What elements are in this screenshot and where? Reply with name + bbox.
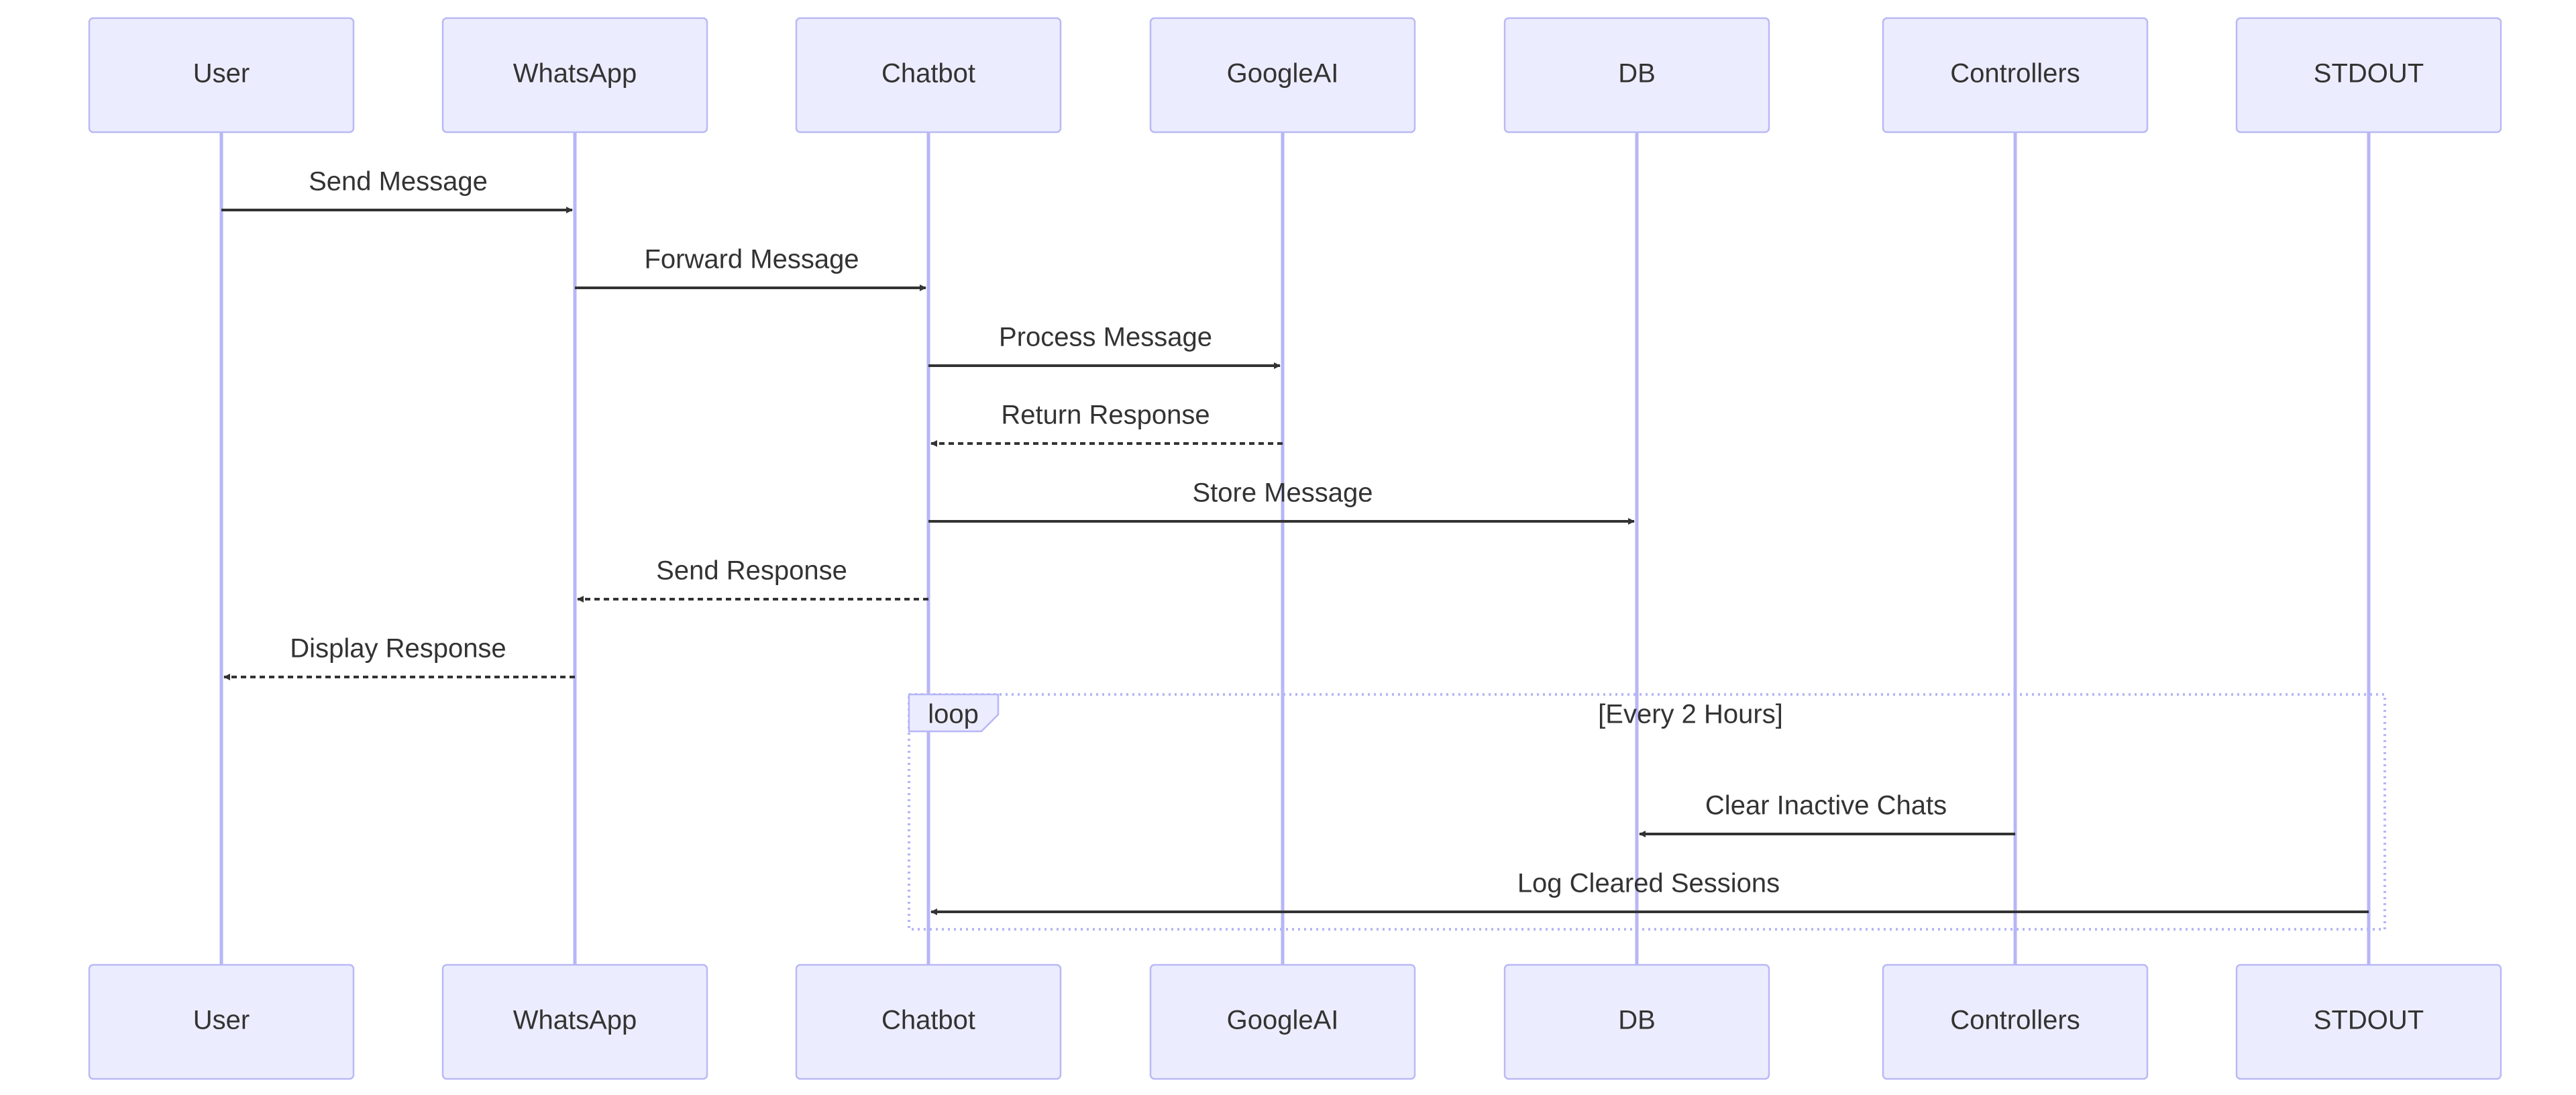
actor-box-user-bottom — [88, 963, 355, 1080]
actor-label-chatbot-top: Chatbot — [881, 59, 975, 89]
actor-label-user-bottom: User — [193, 1006, 250, 1035]
loop-frame: loop [Every 2 Hours] — [908, 693, 2386, 931]
actor-box-stdout-bottom — [2235, 963, 2502, 1080]
actor-label-whatsapp-top: WhatsApp — [513, 59, 637, 89]
actors-bottom: User WhatsApp Chatbot GoogleAI DB Controllers… — [88, 963, 2502, 1080]
actor-box-stdout-top — [2235, 17, 2502, 134]
actor-box-whatsapp-top — [441, 17, 708, 134]
message-label-3: Process Message — [999, 323, 1212, 352]
actor-box-user-top — [88, 17, 355, 134]
actor-label-user-top: User — [193, 59, 250, 89]
actor-label-controllers-bottom: Controllers — [1950, 1006, 2080, 1035]
actor-box-db-top — [1503, 17, 1770, 134]
loop-condition: [Every 2 Hours] — [1598, 700, 1783, 729]
actor-label-db-top: DB — [1618, 59, 1656, 89]
message-label-5: Store Message — [1192, 478, 1373, 508]
actor-box-controllers-bottom — [1882, 963, 2149, 1080]
loop-box — [908, 693, 2386, 931]
loop-tab — [908, 693, 1000, 733]
actor-label-db-bottom: DB — [1618, 1006, 1656, 1035]
message-label-4: Return Response — [1001, 401, 1210, 430]
actor-box-controllers-top — [1882, 17, 2149, 134]
actor-label-googleai-top: GoogleAI — [1227, 59, 1339, 89]
actor-box-googleai-top — [1149, 17, 1416, 134]
actor-label-whatsapp-bottom: WhatsApp — [513, 1006, 637, 1035]
lifelines — [219, 132, 2371, 965]
message-label-2: Forward Message — [644, 245, 859, 274]
message-label-1: Send Message — [309, 167, 488, 197]
message-label-8: Clear Inactive Chats — [1705, 791, 1947, 821]
actor-box-whatsapp-bottom — [441, 963, 708, 1080]
actor-label-stdout-bottom: STDOUT — [2314, 1006, 2424, 1035]
message-label-6: Send Response — [656, 556, 847, 586]
actors-top: User WhatsApp Chatbot GoogleAI DB Controllers… — [88, 17, 2502, 134]
actor-box-chatbot-top — [795, 17, 1062, 134]
actor-box-googleai-bottom — [1149, 963, 1416, 1080]
actor-box-db-bottom — [1503, 963, 1770, 1080]
actor-label-controllers-top: Controllers — [1950, 59, 2080, 89]
message-label-7: Display Response — [290, 634, 506, 664]
actor-label-stdout-top: STDOUT — [2314, 59, 2424, 89]
loop-label: loop — [928, 700, 979, 729]
actor-box-chatbot-bottom — [795, 963, 1062, 1080]
message-label-9: Log Cleared Sessions — [1517, 869, 1780, 898]
actor-label-googleai-bottom: GoogleAI — [1227, 1006, 1339, 1035]
actor-label-chatbot-bottom: Chatbot — [881, 1006, 975, 1035]
